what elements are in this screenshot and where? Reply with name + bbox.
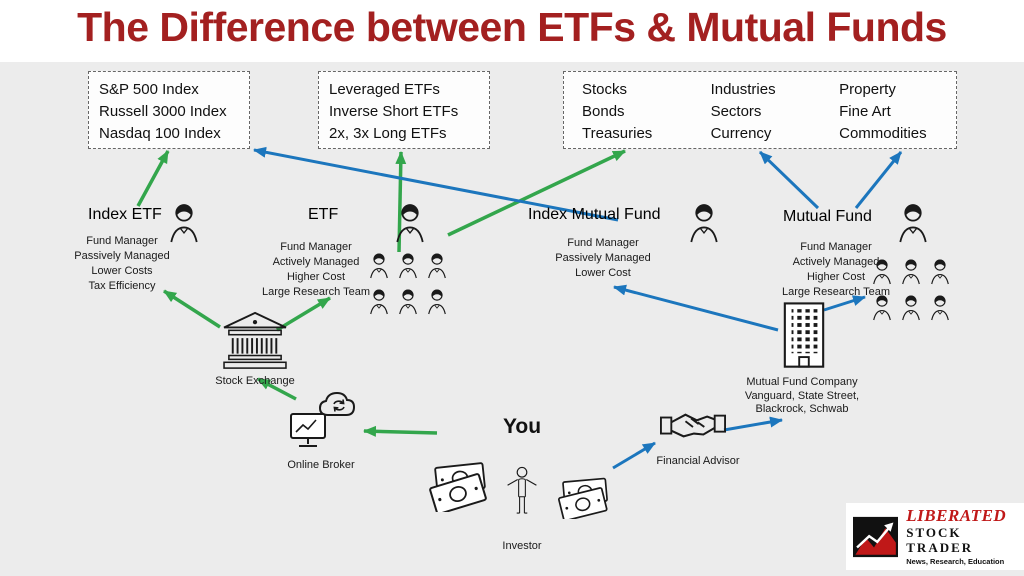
index-mutual-fund-label: Index Mutual Fund	[528, 206, 661, 223]
money-icon	[428, 462, 488, 512]
logo-tagline: News, Research, Education	[906, 557, 1005, 566]
index-item: Russell 3000 Index	[99, 103, 227, 120]
index-item: Nasdaq 100 Index	[99, 125, 221, 142]
etf-details: Fund Manager Actively Managed Higher Cos…	[261, 241, 371, 298]
fund-manager-icon	[899, 203, 927, 243]
you-label: You	[502, 415, 542, 438]
asset-column-sectors: Industries Sectors Currency	[710, 81, 776, 142]
online-broker-label: Online Broker	[287, 459, 355, 471]
investor-label: Investor	[502, 540, 542, 552]
leveraged-item: Leveraged ETFs	[329, 81, 440, 98]
index-list-box: S&P 500 Index Russell 3000 Index Nasdaq …	[88, 71, 250, 149]
mutual-fund-company-label: Mutual Fund Company Vanguard, State Stre…	[744, 376, 860, 415]
office-building-icon	[783, 302, 825, 368]
financial-advisor-label: Financial Advisor	[656, 455, 740, 467]
handshake-icon	[660, 413, 726, 438]
research-team-icon	[370, 252, 446, 315]
mutual-fund-details: Fund Manager Actively Managed Higher Cos…	[781, 241, 891, 298]
research-team-icon	[873, 258, 949, 321]
index-mutual-fund-details: Fund Manager Passively Managed Lower Cos…	[555, 237, 651, 279]
leveraged-etf-box: Leveraged ETFs Inverse Short ETFs 2x, 3x…	[318, 71, 490, 149]
computer-cloud-icon	[290, 392, 355, 447]
money-icon	[557, 477, 609, 519]
page-title: The Difference between ETFs & Mutual Fun…	[77, 4, 947, 50]
index-etf-details: Fund Manager Passively Managed Lower Cos…	[74, 235, 170, 292]
logo-text: LIBERATED STOCK TRADER News, Research, E…	[906, 506, 1017, 567]
asset-column-alternatives: Property Fine Art Commodities	[839, 81, 927, 142]
asset-classes-box: Stocks Bonds Treasuries Industries Secto…	[563, 71, 957, 149]
mutual-fund-label: Mutual Fund	[783, 208, 872, 225]
logo-name-bottom: STOCK TRADER	[906, 525, 974, 555]
stock-exchange-label: Stock Exchange	[215, 375, 295, 387]
logo-chart-icon	[853, 516, 899, 557]
index-etf-label: Index ETF	[88, 206, 162, 223]
leveraged-item: 2x, 3x Long ETFs	[329, 125, 447, 142]
fund-manager-icon	[396, 203, 424, 243]
etf-label: ETF	[308, 206, 339, 223]
investor-icon	[507, 466, 537, 514]
leveraged-item: Inverse Short ETFs	[329, 103, 459, 120]
logo-name-top: LIBERATED	[906, 506, 1007, 525]
index-item: S&P 500 Index	[99, 81, 199, 98]
bank-icon	[223, 311, 287, 370]
fund-manager-icon	[690, 203, 718, 243]
liberated-stock-trader-logo: LIBERATED STOCK TRADER News, Research, E…	[846, 503, 1024, 570]
asset-column-securities: Stocks Bonds Treasuries	[582, 81, 653, 142]
